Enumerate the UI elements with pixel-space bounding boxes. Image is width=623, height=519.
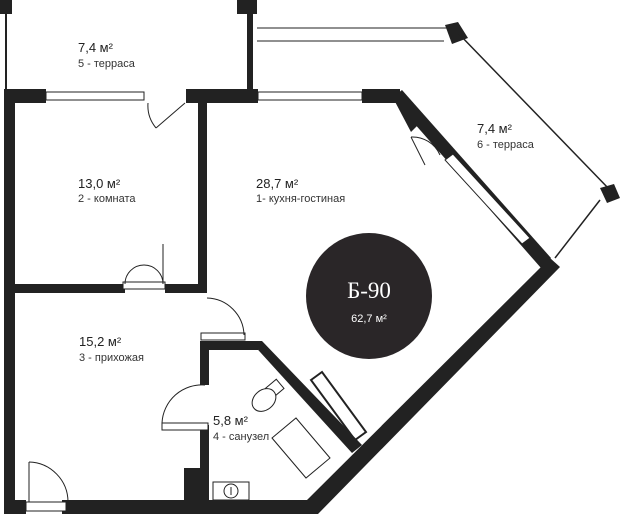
room-area: 7,4 м²	[477, 121, 513, 136]
room-name: 3 - прихожая	[79, 352, 144, 364]
room-label-bathroom: 5,8 м² 4 - санузел	[213, 413, 269, 443]
room-area: 28,7 м²	[256, 176, 299, 191]
room-area: 7,4 м²	[78, 40, 114, 55]
room-name: 4 - санузел	[213, 431, 269, 443]
terrace-6-railing	[257, 22, 620, 259]
room-area: 15,2 м²	[79, 334, 122, 349]
windows	[45, 91, 363, 101]
doors	[25, 102, 246, 512]
room-label-room-2: 13,0 м² 2 - комната	[78, 176, 136, 205]
room-area: 5,8 м²	[213, 413, 249, 428]
internal-walls	[15, 103, 362, 500]
unit-total-area: 62,7 м²	[351, 313, 387, 325]
terrace-5-railing	[5, 14, 253, 89]
top-walls	[4, 89, 421, 132]
diagonal-window-block	[309, 370, 368, 442]
bathroom-fixtures	[212, 378, 331, 501]
room-area: 13,0 м²	[78, 176, 121, 191]
room-label-terrace-5: 7,4 м² 5 - терраса	[78, 40, 136, 70]
room-name: 6 - терраса	[477, 139, 535, 151]
unit-badge: Б-90 62,7 м²	[306, 233, 432, 359]
bathtub-icon	[271, 417, 331, 479]
room-label-terrace-6: 7,4 м² 6 - терраса	[477, 121, 535, 151]
terrace-6-door	[410, 136, 441, 166]
toilet-icon	[251, 378, 285, 412]
room-name: 1- кухня-гостиная	[256, 193, 345, 205]
room-label-hallway: 15,2 м² 3 - прихожая	[79, 334, 144, 364]
water-heater-icon	[212, 481, 250, 501]
room-name: 2 - комната	[78, 193, 136, 205]
room-name: 5 - терраса	[78, 58, 136, 70]
unit-code: Б-90	[347, 278, 391, 303]
room-label-kitchen-living: 28,7 м² 1- кухня-гостиная	[256, 176, 345, 205]
diagonal-window	[444, 153, 531, 245]
